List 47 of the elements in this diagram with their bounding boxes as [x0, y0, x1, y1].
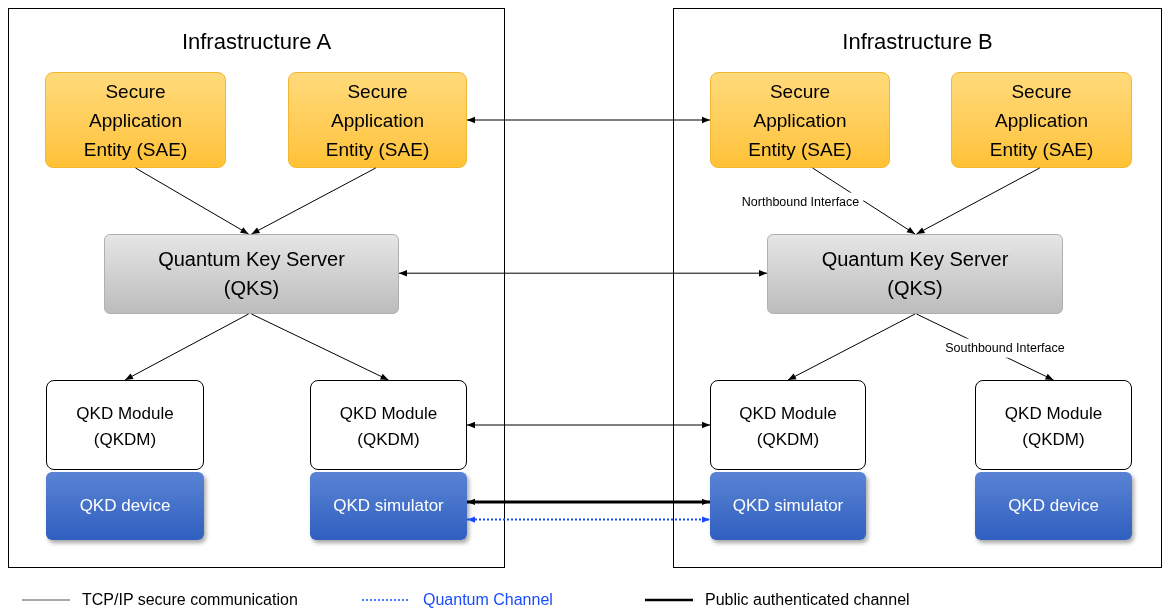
module-box [975, 380, 1132, 470]
legend-label: Quantum Channel [423, 590, 553, 610]
arrow [398, 270, 768, 277]
arrow [812, 167, 916, 235]
process-box [710, 72, 890, 168]
infrastructure-frame [8, 8, 505, 568]
box-label: Secure Application Entity (SAE) [747, 79, 853, 162]
arrow [466, 516, 711, 523]
box-label: Secure Application Entity (SAE) [324, 79, 431, 162]
box-label: Secure Application Entity (SAE) [988, 79, 1095, 162]
module-box [710, 380, 866, 470]
box-label: QKD Module (QKDM) [338, 403, 439, 451]
box-label: QKD Module (QKDM) [738, 403, 838, 451]
arrow [124, 313, 250, 381]
frame-title: Infrastructure B [842, 28, 993, 56]
legend-label: TCP/IP secure communication [82, 590, 298, 610]
arrow [787, 313, 916, 381]
box-label: QKD simulator [732, 495, 844, 518]
arrow [135, 167, 250, 235]
arrow [466, 421, 711, 429]
device-box [975, 472, 1132, 540]
module-box [310, 380, 467, 470]
server-box [767, 234, 1063, 314]
process-box [288, 72, 467, 168]
frame-title: Infrastructure A [181, 28, 332, 56]
device-box [710, 472, 866, 540]
box-label: QKD simulator [333, 495, 444, 518]
box-label: QKD device [79, 495, 171, 518]
process-box [951, 72, 1132, 168]
box-label: QKD Module (QKDM) [1003, 403, 1104, 451]
box-label: Quantum Key Server (QKS) [820, 247, 1010, 301]
server-box [104, 234, 399, 314]
arrow [251, 167, 377, 235]
arrow [916, 167, 1041, 235]
box-label: Quantum Key Server (QKS) [157, 247, 346, 301]
device-box [46, 472, 204, 540]
arrow [251, 313, 389, 381]
box-label: QKD Module (QKDM) [75, 403, 175, 451]
box-label: QKD device [1008, 495, 1099, 518]
arrow [466, 116, 711, 124]
arrow [467, 498, 710, 506]
infrastructure-frame [673, 8, 1162, 568]
process-box [45, 72, 226, 168]
module-box [46, 380, 204, 470]
box-label: Secure Application Entity (SAE) [82, 79, 189, 162]
device-box [310, 472, 467, 540]
legend-label: Public authenticated channel [705, 590, 910, 610]
